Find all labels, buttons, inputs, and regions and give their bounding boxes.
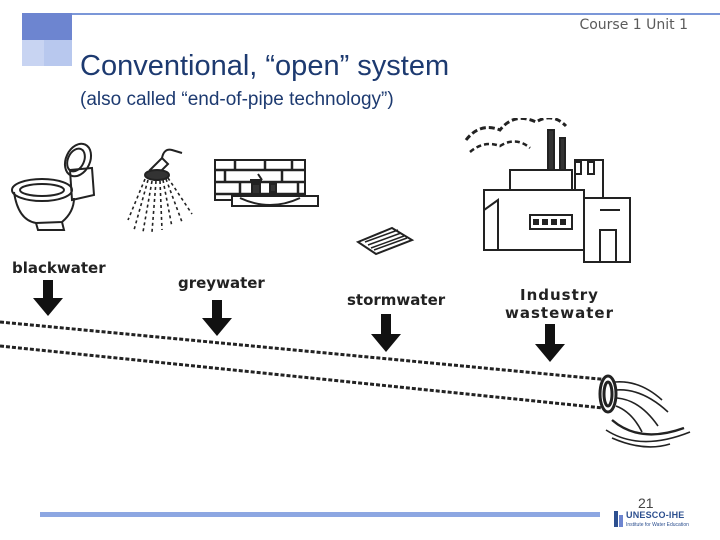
logo-sub-text: Institute for Water Education bbox=[626, 522, 689, 528]
corner-decoration-lighter bbox=[44, 40, 72, 66]
unesco-ihe-logo: UNESCO-IHE Institute for Water Education bbox=[614, 508, 706, 538]
shower-icon bbox=[127, 148, 193, 233]
label-stormwater: stormwater bbox=[347, 291, 446, 309]
label-wastewater: wastewater bbox=[505, 304, 614, 322]
factory-icon bbox=[464, 118, 631, 263]
logo-mark-icon bbox=[614, 511, 623, 527]
down-arrow-icon bbox=[33, 280, 63, 316]
top-accent-bar bbox=[45, 13, 720, 15]
down-arrow-icon bbox=[202, 300, 232, 336]
slide-subtitle: (also called “end-of-pipe technology”) bbox=[80, 89, 394, 110]
sink-icon bbox=[214, 159, 319, 207]
bottom-accent-bar bbox=[40, 512, 600, 517]
down-arrow-icon bbox=[371, 314, 401, 352]
label-blackwater: blackwater bbox=[12, 259, 106, 277]
course-label: Course 1 Unit 1 bbox=[579, 17, 688, 33]
logo-main-text: UNESCO-IHE bbox=[626, 510, 685, 520]
corner-decoration-light bbox=[22, 40, 44, 66]
slide-title: Conventional, “open” system bbox=[80, 50, 450, 82]
label-greywater: greywater bbox=[178, 274, 265, 292]
page-number: 21 bbox=[638, 495, 654, 511]
sewer-system-illustration: blackwater greywater stormwater Industry… bbox=[0, 118, 691, 448]
storm-drain-icon bbox=[355, 226, 415, 256]
water-outflow bbox=[605, 381, 691, 448]
label-industry: Industry bbox=[520, 286, 599, 304]
toilet-icon bbox=[11, 142, 96, 231]
down-arrow-icon bbox=[535, 324, 565, 362]
pipe-icon bbox=[0, 320, 618, 414]
